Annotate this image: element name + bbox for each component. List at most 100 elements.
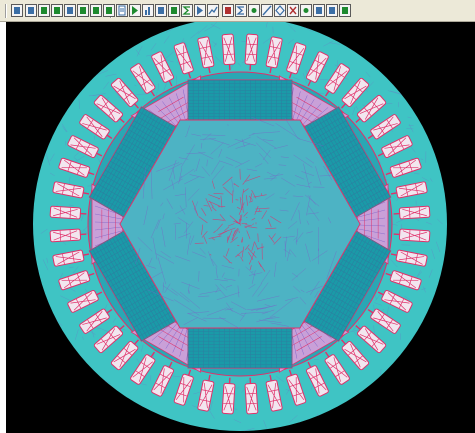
box-icon: [93, 7, 99, 14]
play-icon: [197, 6, 203, 15]
box-icon: [80, 7, 86, 14]
box-icon: [28, 7, 34, 14]
diamond-icon: [275, 5, 285, 16]
box-icon: [14, 7, 20, 14]
toolbar-button-26[interactable]: [339, 4, 351, 17]
box-icon: [316, 7, 322, 14]
dot-icon: [251, 8, 257, 13]
toolbar-button-1[interactable]: [11, 4, 23, 17]
stator-slot: [221, 33, 236, 71]
toolbar-button-20[interactable]: [261, 4, 273, 17]
stator-slot: [197, 374, 215, 412]
stator-slot: [58, 270, 95, 291]
stator-slot: [393, 228, 431, 243]
toolbar-button-5[interactable]: [64, 4, 76, 17]
permanent-magnet: [187, 327, 293, 369]
stator-slot: [58, 157, 95, 178]
stator-slot: [93, 325, 125, 354]
mesh-viewport[interactable]: [6, 22, 475, 433]
toolbar-separator: [5, 4, 7, 18]
box-icon: [54, 7, 60, 14]
toolbar-button-7[interactable]: [90, 4, 102, 17]
box-icon: [342, 7, 348, 14]
toolbar-button-22[interactable]: [287, 4, 299, 17]
toolbar-button-10[interactable]: [129, 4, 141, 17]
stator-slot: [79, 308, 113, 334]
stator-slot: [324, 63, 350, 97]
stator-slot: [67, 290, 103, 313]
stator-slot: [67, 135, 103, 158]
stator-slot: [49, 228, 87, 243]
play-icon: [132, 6, 138, 15]
stator-slot: [385, 157, 422, 178]
toolbar-button-9[interactable]: [116, 4, 128, 17]
stator-slot: [390, 249, 428, 267]
stator-slot: [173, 42, 194, 79]
stator-slot: [79, 114, 113, 140]
box-icon: [41, 7, 47, 14]
permanent-magnet: [88, 106, 177, 218]
stator-slot: [306, 361, 329, 397]
stator-slot: [52, 249, 90, 267]
stator-slot: [52, 181, 90, 199]
toolbar-button-14[interactable]: [181, 4, 193, 17]
toolbar-button-6[interactable]: [77, 4, 89, 17]
box-icon: [106, 7, 112, 14]
toolbar-button-25[interactable]: [326, 4, 338, 17]
toolbar-button-18[interactable]: [235, 4, 247, 17]
toolbar-button-3[interactable]: [38, 4, 50, 17]
box-icon: [67, 7, 73, 14]
stator-slot: [130, 351, 156, 385]
dot-icon: [303, 8, 309, 13]
permanent-magnet: [187, 79, 293, 121]
toolbar-button-8[interactable]: [103, 4, 115, 17]
toolbar-button-17[interactable]: [222, 4, 234, 17]
sigma-icon: [236, 6, 244, 15]
bar-icon: [145, 7, 150, 15]
stator-slot: [355, 94, 387, 123]
chart-icon: [208, 6, 218, 15]
stator-slot: [390, 181, 428, 199]
doc-icon: [118, 5, 126, 16]
line-icon: [262, 5, 272, 16]
toolbar-button-11[interactable]: [142, 4, 154, 17]
motor-mesh-drawing: [33, 22, 447, 432]
stator-slot: [377, 290, 413, 313]
toolbar-button-19[interactable]: [248, 4, 260, 17]
stator-slot: [341, 77, 370, 109]
stator-slot: [151, 361, 174, 397]
stator-slot: [355, 325, 387, 354]
toolbar-button-4[interactable]: [51, 4, 63, 17]
toolbar-button-23[interactable]: [300, 4, 312, 17]
stator-slot: [110, 77, 139, 109]
stator-slot: [221, 377, 236, 415]
toolbar-button-15[interactable]: [194, 4, 206, 17]
stator-slot: [110, 339, 139, 371]
toolbar-button-2[interactable]: [25, 4, 37, 17]
stator-slot: [286, 369, 307, 406]
stator-slot: [151, 51, 174, 87]
stator-slot: [385, 270, 422, 291]
stator-slot: [393, 205, 431, 220]
box-icon: [225, 7, 231, 14]
rotor-magnets: [88, 79, 392, 369]
stator-slot: [244, 377, 259, 415]
sigma-icon: [182, 6, 190, 15]
toolbar-button-16[interactable]: [207, 4, 219, 17]
stator-slot: [244, 33, 259, 71]
box-icon: [171, 7, 177, 14]
toolbar-button-24[interactable]: [313, 4, 325, 17]
box-icon: [329, 7, 335, 14]
toolbar-button-13[interactable]: [168, 4, 180, 17]
toolbar-button-12[interactable]: [155, 4, 167, 17]
stator-slots: [49, 33, 431, 415]
box-icon: [158, 7, 164, 14]
toolbar: [0, 0, 475, 22]
stator-slot: [286, 42, 307, 79]
stator-slot: [93, 94, 125, 123]
rotor-core-mesh: [135, 116, 337, 329]
stator-slot: [173, 369, 194, 406]
toolbar-button-21[interactable]: [274, 4, 286, 17]
stator-slot: [197, 36, 215, 74]
stator-slot: [377, 135, 413, 158]
